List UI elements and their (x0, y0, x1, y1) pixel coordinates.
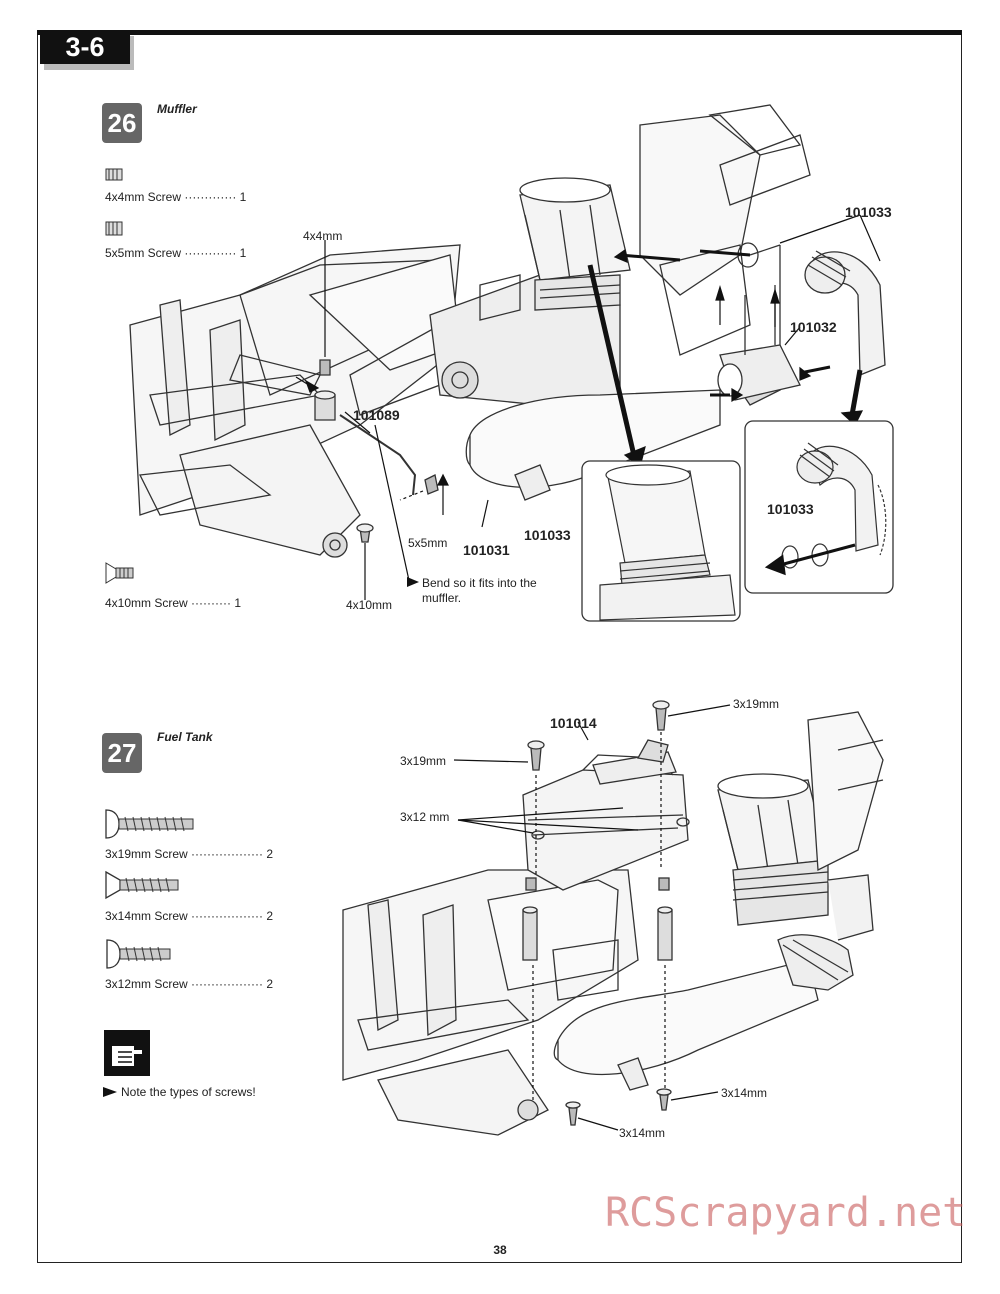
callout-101031: 101031 (463, 542, 510, 558)
step-27-badge: 27 (102, 733, 142, 773)
part-label: 4x10mm Screw (105, 596, 188, 610)
callout-3x14-bottom: 3x14mm (619, 1126, 666, 1140)
part-label: 3x19mm Screw (105, 847, 188, 861)
part-dots: ············· (184, 246, 237, 260)
step-26-title: Muffler (157, 102, 197, 116)
part-label: 3x14mm Screw (105, 909, 188, 923)
callout-4x4: 4x4mm (303, 229, 343, 243)
screw-3x14-icon (105, 870, 179, 900)
bend-note-line2: muffler. (422, 591, 462, 605)
note-arrow-icon (407, 577, 419, 587)
callout-101089: 101089 (353, 407, 400, 423)
screw-4x4-icon (105, 168, 123, 181)
callout-3x19-right: 3x19mm (733, 697, 780, 711)
bend-note-line1: Bend so it fits into the (422, 576, 537, 590)
muffler-assembly-diagram (129, 104, 894, 622)
part-label: 5x5mm Screw (105, 246, 182, 260)
screw-3x12-icon (106, 939, 171, 969)
screw-5x5-icon (105, 221, 123, 236)
page-number: 38 (493, 1243, 507, 1257)
callout-3x12: 3x12 mm (400, 810, 450, 824)
screw-4x10-icon (105, 562, 134, 584)
step-27-title: Fuel Tank (157, 730, 213, 744)
callout-4x10: 4x10mm (346, 598, 393, 612)
part-dots: ·················· (191, 847, 263, 861)
watermark: RCScrapyard.net (605, 1190, 967, 1236)
part-4x10-row: 4x10mm Screw ·········· 1 (105, 596, 241, 610)
part-qty: 2 (266, 909, 273, 923)
part-3x14-row: 3x14mm Screw ·················· 2 (105, 909, 273, 923)
screw-types-note: Note the types of screws! (121, 1085, 256, 1099)
callout-3x19-left: 3x19mm (400, 754, 447, 768)
callout-5x5: 5x5mm (408, 536, 448, 550)
fuel-tank-assembly-diagram (342, 700, 884, 1136)
callout-3x14-right: 3x14mm (721, 1086, 768, 1100)
callout-101032: 101032 (790, 319, 837, 335)
part-5x5-row: 5x5mm Screw ············· 1 (105, 246, 246, 260)
callout-101033-inset-a: 101033 (524, 527, 571, 543)
part-qty: 1 (234, 596, 242, 610)
part-4x4-row: 4x4mm Screw ············· 1 (105, 190, 246, 204)
part-qty: 1 (239, 190, 247, 204)
part-dots: ·················· (191, 909, 263, 923)
pointing-hand-icon (104, 1030, 150, 1076)
part-qty: 1 (239, 246, 247, 260)
note-arrow-icon (103, 1087, 117, 1097)
part-qty: 2 (266, 977, 273, 991)
header-bar (37, 30, 962, 35)
part-qty: 2 (266, 847, 273, 861)
part-label: 4x4mm Screw (105, 190, 182, 204)
step-26-badge: 26 (102, 103, 142, 143)
part-label: 3x12mm Screw (105, 977, 188, 991)
part-3x19-row: 3x19mm Screw ·················· 2 (105, 847, 273, 861)
screw-3x19-icon (105, 809, 194, 839)
part-dots: ·········· (191, 596, 231, 610)
callout-101033-inset-b: 101033 (767, 501, 814, 517)
part-dots: ············· (184, 190, 237, 204)
part-dots: ·················· (191, 977, 263, 991)
callout-101014: 101014 (550, 715, 597, 731)
section-number: 3-6 (40, 30, 130, 64)
part-3x12-row: 3x12mm Screw ·················· 2 (105, 977, 273, 991)
callout-101033-top: 101033 (845, 204, 892, 220)
